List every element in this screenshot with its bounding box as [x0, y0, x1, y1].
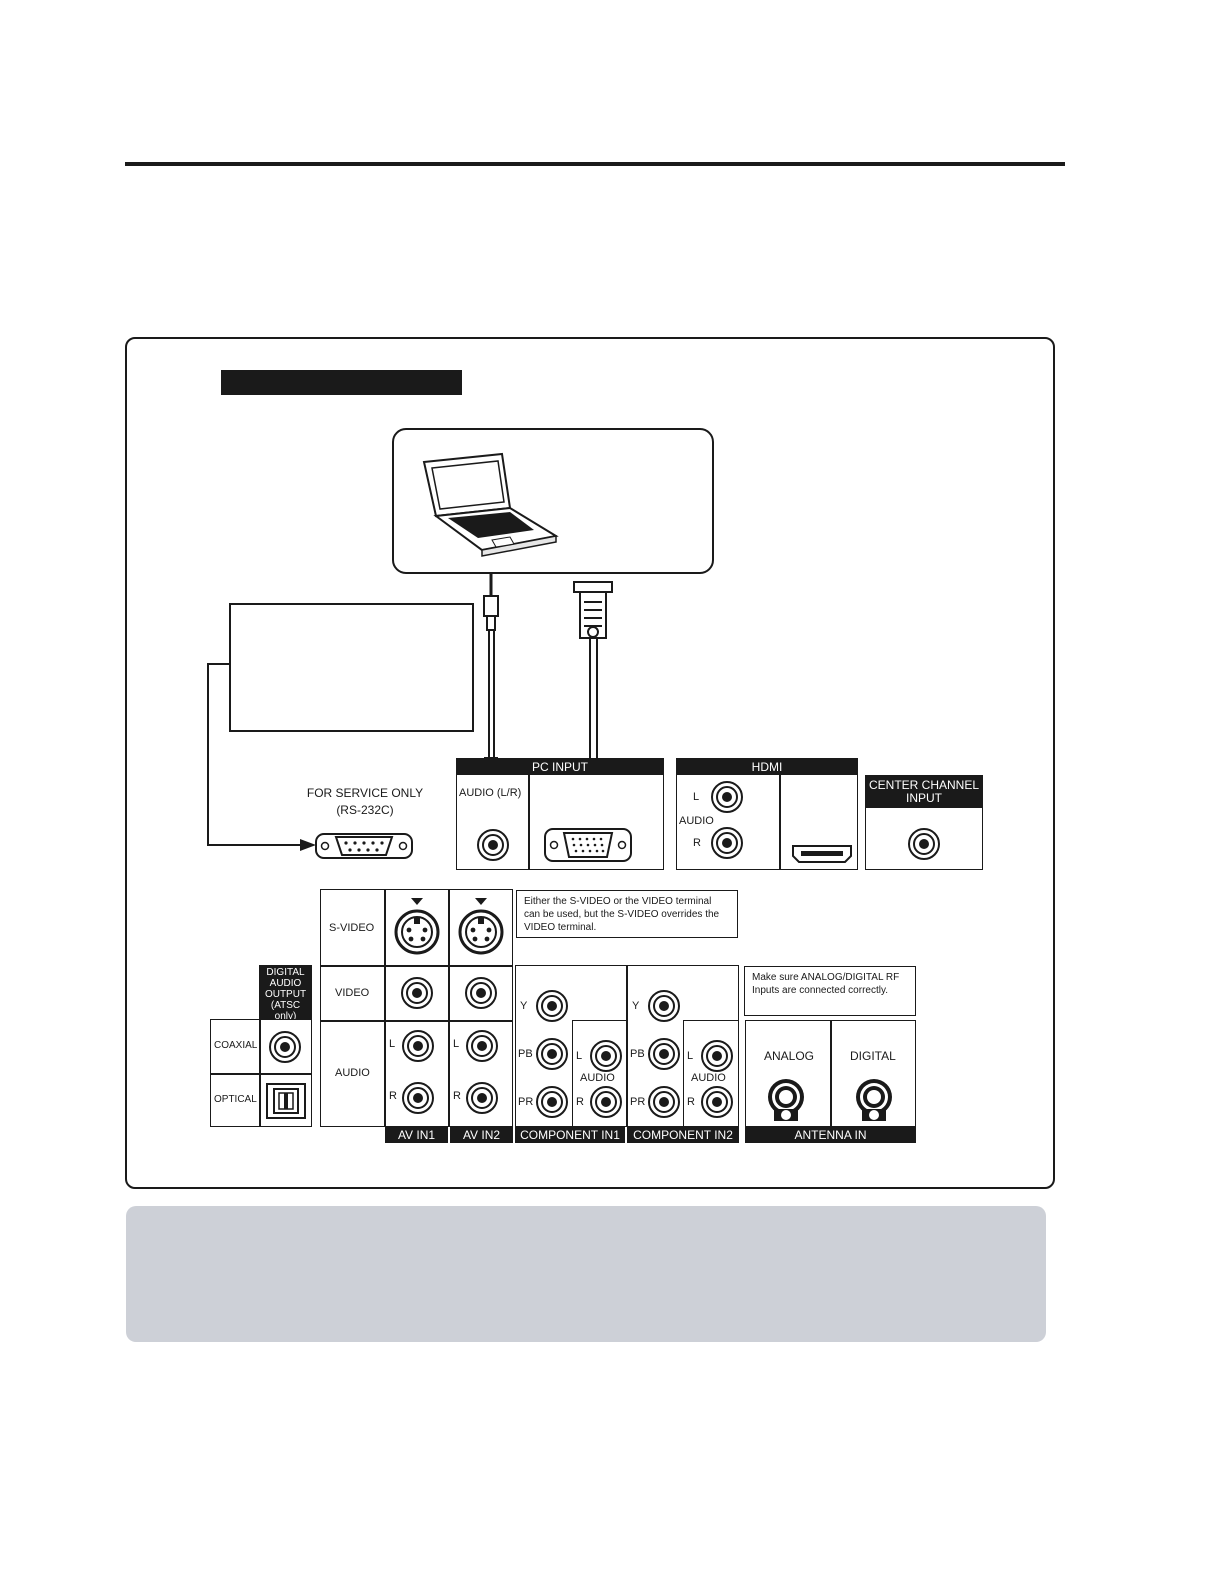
audio-label: AUDIO: [335, 1067, 370, 1079]
av-in2-label: AV IN2: [450, 1127, 513, 1143]
optical-label: OPTICAL: [214, 1094, 257, 1105]
comp2-y-jack[interactable]: [648, 990, 680, 1022]
center-channel-line1: CENTER CHANNEL: [868, 778, 979, 792]
comp2-y-label: Y: [632, 1000, 640, 1012]
comp2-audio-l-jack[interactable]: [701, 1040, 733, 1072]
digital-audio-block: COAXIAL OPTICAL: [210, 1019, 312, 1127]
component-in2-label: COMPONENT IN2: [627, 1127, 739, 1143]
comp1-pb-jack[interactable]: [536, 1038, 568, 1070]
analog-label: ANALOG: [764, 1049, 815, 1063]
vga-port-icon[interactable]: [543, 825, 633, 865]
hdmi-port-icon[interactable]: [791, 843, 853, 865]
center-channel-block: CENTER CHANNEL INPUT: [865, 775, 983, 870]
hdmi-audio-r-jack[interactable]: [711, 827, 743, 859]
comp2-pr-label: PR: [630, 1096, 646, 1108]
analog-antenna-jack[interactable]: [764, 1071, 808, 1123]
note-panel: [126, 1206, 1046, 1342]
av1-video-jack[interactable]: [401, 977, 433, 1009]
rf-note: Make sure ANALOG/DIGITAL RF Inputs are c…: [744, 966, 916, 1016]
coaxial-jack[interactable]: [269, 1031, 301, 1063]
svideo-label: S-VIDEO: [329, 922, 375, 934]
comp1-y-label: Y: [520, 1000, 528, 1012]
av2-audio-l-jack[interactable]: [466, 1030, 498, 1062]
comp2-audio-label: AUDIO: [691, 1072, 726, 1084]
rs232c-port-icon: [315, 833, 413, 859]
av-input-block: S-VIDEO VIDEO AUDIO L R L R: [320, 889, 513, 1127]
digital-label: DIGITAL: [850, 1049, 896, 1063]
hdmi-audio-l-jack[interactable]: [711, 781, 743, 813]
comp2-pr-jack[interactable]: [648, 1086, 680, 1118]
hdmi-l-label: L: [693, 791, 700, 803]
antenna-in-label: ANTENNA IN: [745, 1127, 916, 1143]
comp1-audio-label: AUDIO: [580, 1072, 615, 1084]
comp1-pr-label: PR: [518, 1096, 534, 1108]
svideo-note: Either the S-VIDEO or the VIDEO terminal…: [516, 890, 738, 938]
pc-device-box: [392, 428, 714, 574]
center-channel-line2: INPUT: [906, 791, 942, 805]
laptop-icon: [422, 452, 559, 557]
av2-video-jack[interactable]: [465, 977, 497, 1009]
comp1-r-label: R: [576, 1096, 584, 1108]
comp2-audio-r-jack[interactable]: [701, 1086, 733, 1118]
av1-audio-r-jack[interactable]: [402, 1082, 434, 1114]
av2-r-label: R: [453, 1090, 461, 1102]
hdmi-block: HDMI L AUDIO R: [676, 758, 858, 870]
pc-input-header: PC INPUT: [457, 759, 663, 775]
center-channel-jack[interactable]: [908, 828, 940, 860]
pc-audio-label: AUDIO (L/R): [459, 787, 522, 799]
rs232c-label: (RS-232C): [336, 803, 394, 817]
comp2-r-label: R: [687, 1096, 695, 1108]
comp1-l-label: L: [576, 1050, 583, 1062]
comp2-l-label: L: [687, 1050, 694, 1062]
service-only-label: FOR SERVICE ONLY: [306, 786, 424, 800]
comp1-pb-label: PB: [518, 1048, 533, 1060]
av1-l-label: L: [389, 1038, 396, 1050]
comp1-y-jack[interactable]: [536, 990, 568, 1022]
antenna-block: ANALOG DIGITAL: [745, 1020, 916, 1127]
panel-heading-bar: [221, 370, 462, 395]
coaxial-label: COAXIAL: [214, 1040, 258, 1051]
av2-audio-r-jack[interactable]: [466, 1082, 498, 1114]
svideo-port-2-icon[interactable]: [457, 896, 505, 956]
connection-panel: [125, 337, 1055, 1189]
comp1-audio-r-jack[interactable]: [590, 1086, 622, 1118]
av1-r-label: R: [389, 1090, 397, 1102]
hdmi-r-label: R: [693, 837, 701, 849]
pc-audio-jack[interactable]: [477, 829, 509, 861]
av2-l-label: L: [453, 1038, 460, 1050]
pc-input-block: PC INPUT AUDIO (L/R): [456, 758, 664, 870]
comp1-pr-jack[interactable]: [536, 1086, 568, 1118]
top-rule: [125, 162, 1065, 166]
av1-audio-l-jack[interactable]: [402, 1030, 434, 1062]
hdmi-header: HDMI: [677, 759, 857, 775]
hdmi-audio-label: AUDIO: [679, 815, 714, 827]
digital-audio-header: DIGITAL AUDIO OUTPUT (ATSC only): [259, 965, 312, 1024]
optical-port-icon[interactable]: [265, 1082, 307, 1120]
svideo-port-1-icon[interactable]: [393, 896, 441, 956]
service-arrow: [207, 663, 316, 851]
service-note-box: [229, 603, 474, 732]
comp1-audio-l-jack[interactable]: [590, 1040, 622, 1072]
component-block: Y PB PR L R AUDIO Y PB PR L R AUDIO: [515, 965, 739, 1127]
comp2-pb-jack[interactable]: [648, 1038, 680, 1070]
component-in1-label: COMPONENT IN1: [515, 1127, 625, 1143]
video-label: VIDEO: [335, 987, 370, 999]
av-in1-label: AV IN1: [385, 1127, 448, 1143]
digital-antenna-jack[interactable]: [852, 1071, 896, 1123]
comp2-pb-label: PB: [630, 1048, 645, 1060]
